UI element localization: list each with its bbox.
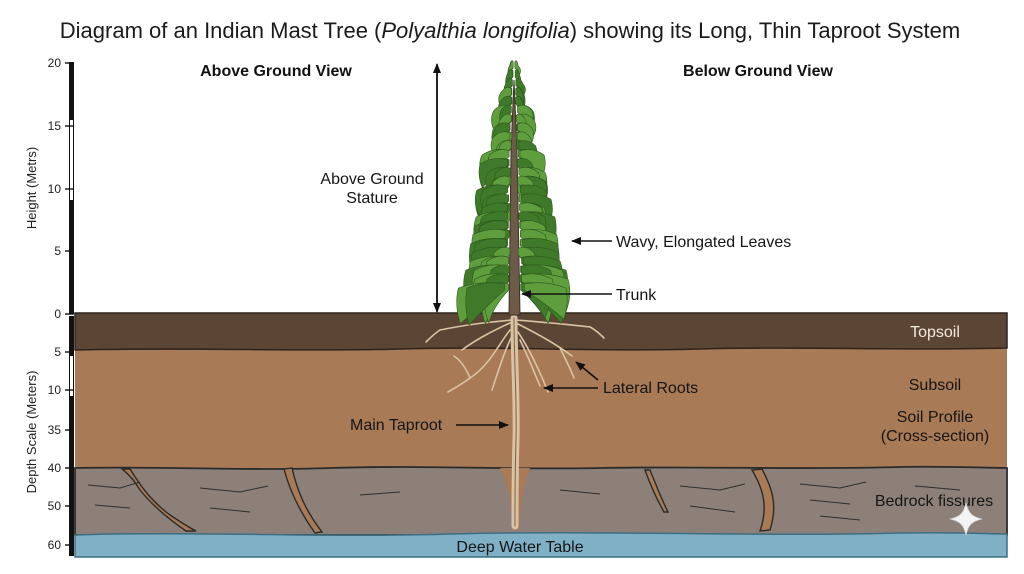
bedrock-fissure	[283, 467, 324, 534]
title-text-start: Diagram of an Indian Mast Tree (	[60, 18, 382, 43]
height-ticks: 20 15 10 5 0	[48, 56, 74, 321]
lateral-roots	[425, 319, 605, 393]
depth-scale-bar	[69, 316, 74, 556]
sparkle-icon	[949, 502, 983, 536]
depth-tick-label: 35	[48, 423, 62, 437]
leaf-strand	[465, 282, 505, 327]
topsoil-label: Topsoil	[910, 324, 960, 341]
heading-below-ground: Below Ground View	[683, 63, 834, 80]
trunk-label: Trunk	[616, 287, 657, 304]
height-axis: 20 15 10 5 0 Height (Metrs)	[24, 56, 74, 321]
height-tick-label: 0	[54, 307, 61, 321]
height-tick-label: 10	[48, 182, 62, 196]
soil-profile-label-line1: Soil Profile	[897, 409, 974, 426]
depth-ticks: 5 10 35 40 50 60	[48, 345, 74, 552]
taproot-outline	[513, 317, 517, 527]
soil-profile-label-line2: (Cross-section)	[881, 428, 989, 445]
height-scale-gap	[70, 120, 73, 200]
subsoil-label: Subsoil	[909, 377, 961, 394]
subsoil-layer	[75, 348, 1007, 472]
depth-tick-label: 40	[48, 461, 62, 475]
title-species-name: Polyalthia longifolia	[381, 18, 569, 43]
depth-axis: 5 10 35 40 50 60 Depth Scale (Meters)	[24, 316, 74, 556]
height-tick-label: 20	[48, 56, 62, 70]
depth-tick-label: 60	[48, 538, 62, 552]
lateral-roots-label: Lateral Roots	[603, 380, 698, 397]
depth-tick-label: 50	[48, 499, 62, 513]
height-tick-label: 5	[54, 244, 61, 258]
stature-label-line1: Above Ground	[320, 171, 423, 188]
bedrock-fissure	[750, 468, 775, 532]
heading-above-ground: Above Ground View	[200, 63, 352, 80]
depth-tick-label: 10	[48, 383, 62, 397]
tree-foliage	[456, 60, 571, 327]
depth-scale-gap	[70, 356, 73, 396]
leaf-strand	[524, 282, 568, 320]
title-text-end: ) showing its Long, Thin Taproot System	[570, 18, 961, 43]
stature-label-line2: Stature	[346, 190, 398, 207]
diagram-title: Diagram of an Indian Mast Tree (Polyalth…	[60, 18, 960, 43]
depth-tick-label: 5	[54, 345, 61, 359]
leaves-label: Wavy, Elongated Leaves	[616, 234, 791, 251]
bedrock-fissure	[644, 469, 670, 513]
root-system	[425, 314, 605, 530]
bedrock-label: Bedrock fissures	[875, 493, 993, 510]
bedrock-fissure	[119, 468, 197, 532]
water-table	[74, 531, 1008, 558]
water-table-label: Deep Water Table	[456, 539, 583, 556]
height-tick-label: 15	[48, 119, 62, 133]
topsoil-layer	[74, 312, 1008, 351]
lateral-roots-arrow-upper	[575, 361, 599, 381]
depth-axis-label: Depth Scale (Meters)	[24, 371, 39, 494]
height-axis-label: Height (Metrs)	[24, 147, 39, 229]
main-taproot-label: Main Taproot	[350, 417, 443, 434]
soil-profile	[74, 312, 1008, 558]
bedrock-layer	[74, 465, 1008, 536]
rock-cracks	[87, 481, 961, 521]
